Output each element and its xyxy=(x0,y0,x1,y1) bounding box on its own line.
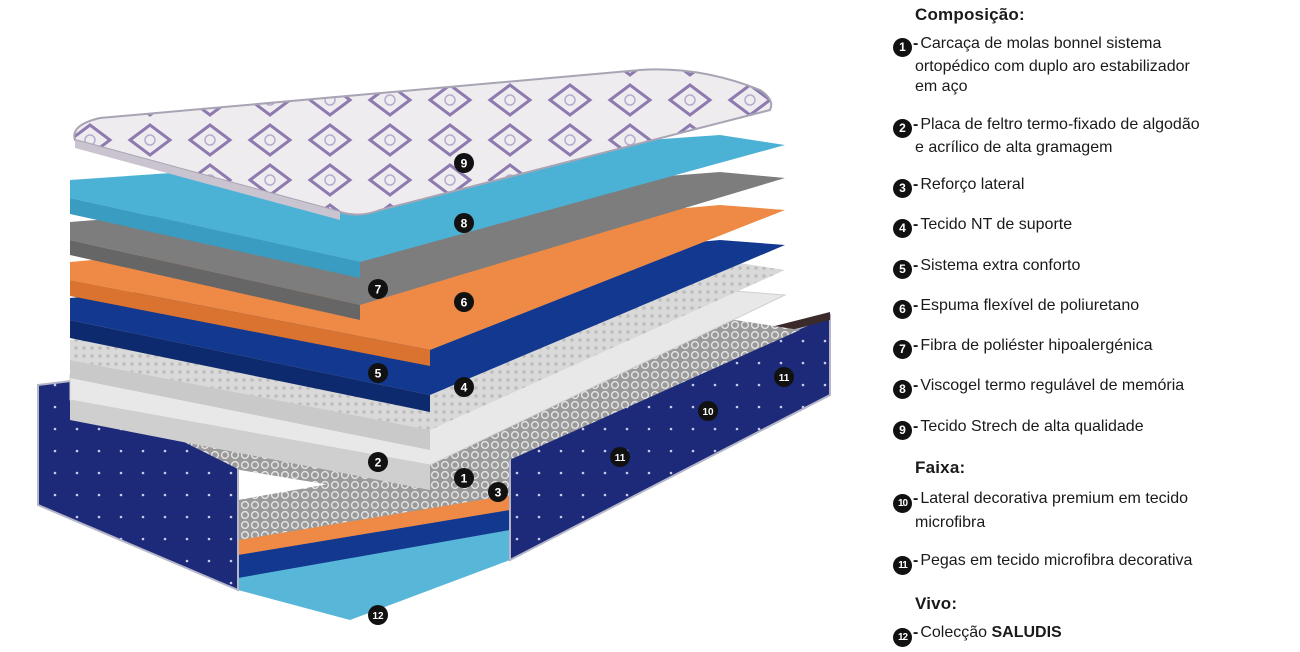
callout-5: 5 xyxy=(368,363,388,383)
number-badge: 9 xyxy=(893,421,912,440)
callout-markers: 9 8 7 6 5 4 2 1 3 10 11 11 12 xyxy=(368,153,794,625)
number-badge: 10 xyxy=(893,494,912,513)
callout-12: 12 xyxy=(368,605,388,625)
number-badge: 7 xyxy=(893,340,912,359)
number-badge: 1 xyxy=(893,38,912,57)
svg-text:11: 11 xyxy=(779,373,790,384)
number-badge: 11 xyxy=(893,556,912,575)
number-badge: 12 xyxy=(893,628,912,647)
svg-text:9: 9 xyxy=(461,157,468,171)
svg-text:10: 10 xyxy=(702,407,714,418)
legend-item-11: 11-Pegas em tecido microfibra decorativa xyxy=(893,551,1285,575)
svg-text:1: 1 xyxy=(461,472,468,486)
callout-6: 6 xyxy=(454,292,474,312)
mattress-illustration: 9 8 7 6 5 4 2 1 3 10 11 11 12 xyxy=(37,68,831,625)
svg-text:8: 8 xyxy=(461,217,468,231)
mattress-layers-svg: 9 8 7 6 5 4 2 1 3 10 11 11 12 xyxy=(37,68,831,625)
legend-item-8: 8-Viscogel termo regulável de memória xyxy=(893,376,1285,399)
svg-text:4: 4 xyxy=(461,381,468,395)
callout-11b: 11 xyxy=(774,367,794,387)
legend-item-12: 12-Colecção SALUDIS xyxy=(893,623,1285,647)
legend-item-6: 6-Espuma flexível de poliuretano xyxy=(893,296,1285,319)
svg-text:6: 6 xyxy=(461,296,468,310)
callout-9: 9 xyxy=(454,153,474,173)
brand-name: SALUDIS xyxy=(991,624,1062,641)
legend-item-1: 1-Carcaça de molas bonnel sistema ortopé… xyxy=(893,34,1285,97)
callout-1: 1 xyxy=(454,468,474,488)
svg-text:12: 12 xyxy=(372,611,384,622)
callout-7: 7 xyxy=(368,279,388,299)
edge-title: Vivo: xyxy=(915,594,958,613)
number-badge: 5 xyxy=(893,260,912,279)
legend-item-7: 7-Fibra de poliéster hipoalergénica xyxy=(893,336,1285,359)
legend-item-5: 5-Sistema extra conforto xyxy=(893,256,1285,279)
callout-4: 4 xyxy=(454,377,474,397)
callout-10: 10 xyxy=(698,401,718,421)
callout-3: 3 xyxy=(488,482,508,502)
composition-title: Composição: xyxy=(915,5,1025,24)
bottom-comfort-edge xyxy=(238,510,510,578)
svg-text:5: 5 xyxy=(375,367,382,381)
svg-text:11: 11 xyxy=(615,453,626,464)
number-badge: 3 xyxy=(893,179,912,198)
callout-11a: 11 xyxy=(610,447,630,467)
svg-text:3: 3 xyxy=(495,486,502,500)
callout-2: 2 xyxy=(368,452,388,472)
callout-8: 8 xyxy=(454,213,474,233)
svg-text:7: 7 xyxy=(375,283,382,297)
number-badge: 6 xyxy=(893,300,912,319)
legend-item-3: 3-Reforço lateral xyxy=(893,175,1285,198)
number-badge: 4 xyxy=(893,219,912,238)
svg-text:2: 2 xyxy=(375,456,382,470)
legend-item-4: 4-Tecido NT de suporte xyxy=(893,215,1285,238)
number-badge: 2 xyxy=(893,119,912,138)
legend-item-9: 9-Tecido Strech de alta qualidade xyxy=(893,417,1285,440)
legend-item-2: 2-Placa de feltro termo-fixado de algodã… xyxy=(893,115,1285,158)
legend-item-10: 10-Lateral decorativa premium em tecido … xyxy=(893,489,1285,533)
band-title: Faixa: xyxy=(915,458,966,477)
legend-panel: Composição: 1-Carcaça de molas bonnel si… xyxy=(893,0,1293,647)
layer-quilted-top xyxy=(73,68,773,216)
number-badge: 8 xyxy=(893,380,912,399)
